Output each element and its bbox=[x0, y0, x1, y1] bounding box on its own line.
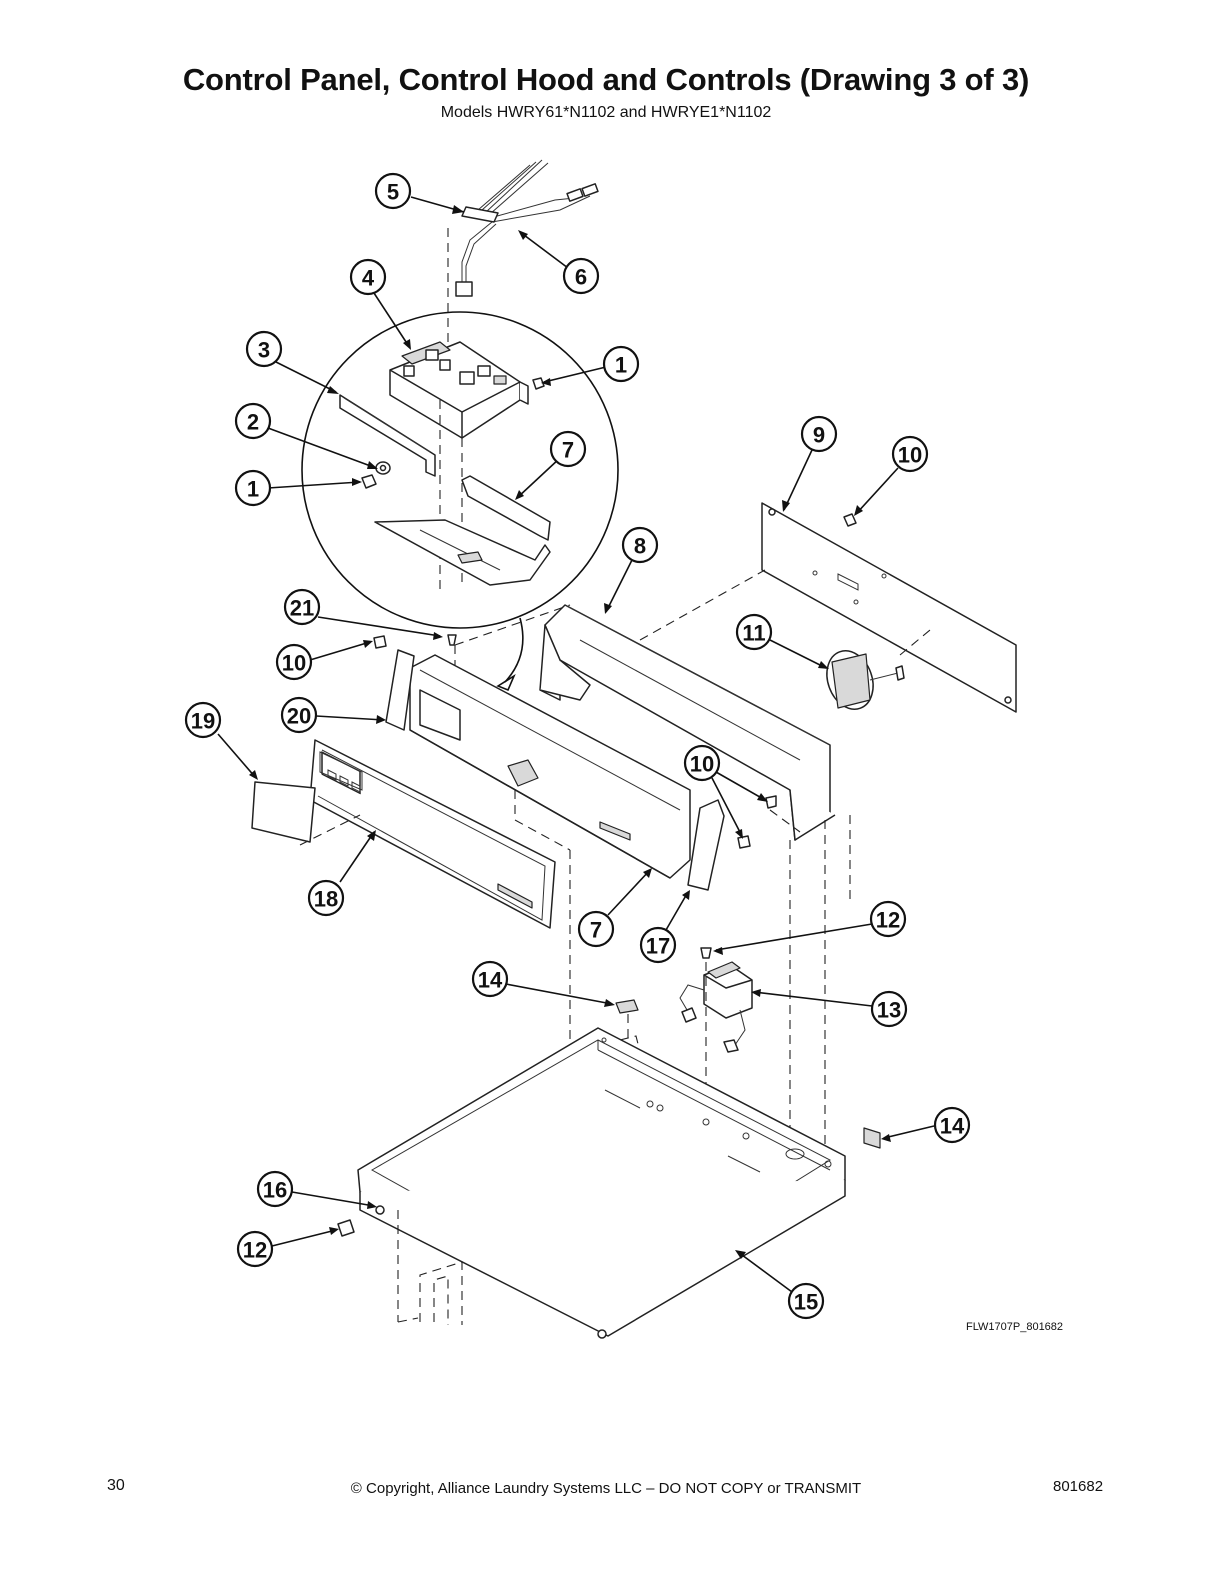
timer-control bbox=[826, 650, 905, 710]
svg-text:18: 18 bbox=[314, 887, 338, 912]
wire-harness bbox=[455, 159, 599, 297]
screw-12-top bbox=[700, 947, 712, 959]
callout-18: 18 bbox=[307, 879, 345, 917]
callout-14-upper: 14 bbox=[471, 960, 509, 998]
svg-text:6: 6 bbox=[575, 265, 587, 290]
label-14-upper bbox=[615, 999, 639, 1014]
callout-2: 2 bbox=[234, 402, 272, 440]
callout-20: 20 bbox=[280, 696, 318, 734]
svg-text:10: 10 bbox=[898, 443, 922, 468]
svg-text:15: 15 bbox=[794, 1290, 818, 1315]
svg-text:7: 7 bbox=[590, 918, 602, 943]
screw-10-top bbox=[843, 513, 857, 527]
callout-4: 4 bbox=[349, 258, 387, 296]
callout-10-left: 10 bbox=[275, 643, 313, 681]
callout-17: 17 bbox=[639, 926, 677, 964]
callout-19: 19 bbox=[184, 701, 222, 739]
svg-text:12: 12 bbox=[876, 908, 900, 933]
svg-text:1: 1 bbox=[615, 353, 627, 378]
svg-text:10: 10 bbox=[282, 651, 306, 676]
svg-text:20: 20 bbox=[287, 704, 311, 729]
callout-8: 8 bbox=[621, 526, 659, 564]
svg-text:11: 11 bbox=[742, 621, 765, 646]
screw-12-bottom bbox=[337, 1219, 355, 1237]
callout-7-lower: 7 bbox=[577, 910, 615, 948]
dryer-top-panel bbox=[357, 1027, 846, 1339]
transformer bbox=[679, 961, 753, 1053]
graphic-overlay bbox=[309, 739, 556, 929]
copyright-notice: © Copyright, Alliance Laundry Systems LL… bbox=[350, 1480, 862, 1497]
side-bracket-right bbox=[687, 799, 725, 891]
callout-15: 15 bbox=[787, 1282, 825, 1320]
callout-14-right: 14 bbox=[933, 1106, 971, 1144]
svg-text:19: 19 bbox=[191, 709, 215, 734]
callout-16: 16 bbox=[256, 1170, 294, 1208]
callout-11: 11 bbox=[735, 613, 773, 651]
callout-13: 13 bbox=[870, 990, 908, 1028]
label-14-right bbox=[863, 1127, 881, 1149]
callout-9: 9 bbox=[800, 415, 838, 453]
callout-12-bottom: 12 bbox=[236, 1230, 274, 1268]
screw-10-right-b bbox=[737, 835, 751, 849]
cabinet-frame bbox=[397, 1210, 463, 1325]
svg-text:14: 14 bbox=[478, 968, 503, 993]
page-title: Control Panel, Control Hood and Controls… bbox=[182, 62, 1030, 97]
screw-10-right-a bbox=[765, 795, 777, 809]
side-bracket-left bbox=[385, 649, 415, 731]
detail-magnifier-circle bbox=[301, 311, 619, 629]
screw-10-left bbox=[373, 635, 387, 649]
callout-3: 3 bbox=[245, 330, 283, 368]
mounting-bracket bbox=[339, 394, 436, 477]
svg-text:10: 10 bbox=[690, 752, 714, 777]
svg-text:7: 7 bbox=[562, 438, 574, 463]
callout-10-right: 10 bbox=[683, 744, 721, 782]
drawing-code: FLW1707P_801682 bbox=[966, 1321, 1064, 1333]
svg-text:1: 1 bbox=[247, 477, 259, 502]
callout-12-top: 12 bbox=[869, 900, 907, 938]
callout-7-upper: 7 bbox=[549, 430, 587, 468]
leader-lines bbox=[217, 196, 935, 1293]
callout-1-right: 1 bbox=[602, 345, 640, 383]
document-number: 801682 bbox=[1053, 1478, 1104, 1495]
callout-10-top: 10 bbox=[891, 435, 929, 473]
page-subtitle: Models HWRY61*N1102 and HWRYE1*N1102 bbox=[440, 104, 772, 121]
screw-right bbox=[532, 377, 545, 390]
svg-text:5: 5 bbox=[387, 180, 399, 205]
bracket-7-detail bbox=[374, 519, 551, 586]
svg-text:4: 4 bbox=[362, 266, 375, 291]
svg-text:14: 14 bbox=[940, 1114, 965, 1139]
screw-left bbox=[361, 474, 377, 489]
callout-5: 5 bbox=[374, 172, 412, 210]
svg-text:13: 13 bbox=[877, 998, 901, 1023]
callout-1-left: 1 bbox=[234, 469, 272, 507]
control-board bbox=[389, 341, 529, 590]
svg-text:21: 21 bbox=[290, 596, 314, 621]
svg-text:3: 3 bbox=[258, 338, 270, 363]
svg-text:16: 16 bbox=[263, 1178, 287, 1203]
instruction-label bbox=[251, 781, 316, 843]
svg-text:12: 12 bbox=[243, 1238, 267, 1263]
control-panel bbox=[409, 654, 691, 879]
screw-21 bbox=[447, 634, 457, 646]
svg-text:17: 17 bbox=[646, 934, 670, 959]
svg-text:8: 8 bbox=[634, 534, 646, 559]
callout-6: 6 bbox=[562, 257, 600, 295]
washer-nut bbox=[375, 461, 391, 475]
rear-control-panel bbox=[761, 502, 1017, 713]
svg-text:2: 2 bbox=[247, 410, 259, 435]
page-number: 30 bbox=[107, 1477, 125, 1494]
control-hood bbox=[539, 604, 836, 841]
callout-21: 21 bbox=[283, 588, 321, 626]
svg-text:9: 9 bbox=[813, 423, 825, 448]
